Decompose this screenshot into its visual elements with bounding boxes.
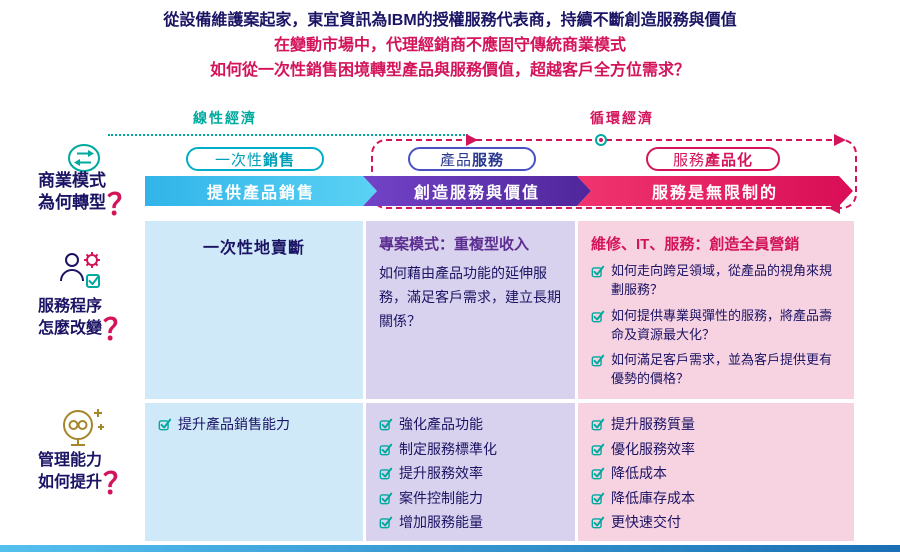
check-icon — [591, 310, 605, 323]
stage-pill-product-service: 產品服務 — [408, 147, 536, 171]
list-item: 降低庫存成本 — [591, 489, 842, 509]
cycle-marker-icon — [595, 134, 607, 146]
list-item: 制定服務標準化 — [379, 440, 563, 460]
stage-pill-one-time-sale: 一次性銷售 — [186, 147, 324, 171]
header-line-2: 在變動市場中，代理經銷商不應固守傳統商業模式 — [273, 37, 626, 54]
person-gear-icon — [60, 252, 100, 288]
circular-economy-label: 循環經濟 — [590, 110, 654, 126]
check-icon — [379, 517, 393, 529]
linear-economy-label: 線性經濟 — [193, 110, 257, 126]
arrow-banner-3: 服務是無限制的 — [577, 176, 853, 206]
check-icon — [158, 418, 172, 431]
list-item: 案件控制能力 — [379, 489, 563, 509]
cell-col3-process: 維修、IT、服務：創造全員營銷 如何走向跨足領域，從產品的視角來規劃服務？ 如何… — [578, 221, 854, 399]
cell-col1-process: 一次性地賣斷 — [145, 221, 363, 399]
col3-process-title: 維修、IT、服務：創造全員營銷 — [591, 236, 800, 253]
cell-col2-capability: 強化產品功能 制定服務標準化 提升服務效率 案件控制能力 增加服務能量 — [366, 403, 575, 541]
list-item: 增加服務能量 — [379, 513, 563, 533]
arrow-banner-1: 提供產品銷售 — [145, 176, 377, 206]
exchange-arrows-icon — [68, 144, 100, 172]
side-label-business-model: 商業模式 為何轉型？ — [38, 171, 137, 222]
cell-col1-capability: 提升產品銷售能力 — [145, 403, 363, 541]
header-line-1: 從設備維護案起家，東宜資訊為IBM的授權服務代表商，持續不斷創造服務與價值 — [163, 12, 737, 29]
check-icon — [591, 517, 605, 529]
cell-col2-process: 專案模式：重複型收入 如何藉由產品功能的延伸服務，滿足客戶需求，建立長期關係？ — [366, 221, 575, 399]
list-item: 如何提供專業與彈性的服務，將產品壽命及資源最大化？ — [591, 307, 842, 345]
head-infinity-icon — [63, 409, 104, 446]
arrow-banner-2: 創造服務與價值 — [363, 176, 591, 206]
list-item: 提升服務效率 — [379, 464, 563, 484]
check-icon — [379, 443, 393, 455]
question-mark: ？ — [103, 314, 134, 347]
question-mark: ？ — [107, 189, 137, 222]
check-icon — [591, 355, 605, 367]
side-label-service-process: 服務程序 怎麼改變？ — [38, 298, 134, 347]
list-item: 強化產品功能 — [379, 415, 563, 435]
list-item: 提升產品銷售能力 — [158, 415, 351, 435]
cell-col3-capability: 提升服務質量 優化服務效率 降低成本 降低庫存成本 更快速交付 — [578, 403, 854, 541]
header: 從設備維護案起家，東宜資訊為IBM的授權服務代表商，持續不斷創造服務與價值 在變… — [0, 8, 900, 83]
check-icon — [591, 443, 605, 455]
check-icon — [591, 467, 605, 480]
check-icon — [379, 418, 393, 431]
linear-dotted-line — [108, 134, 468, 136]
check-icon — [379, 467, 393, 480]
list-item: 提升服務質量 — [591, 415, 842, 435]
check-icon — [591, 265, 605, 278]
stage-pill-servitization: 服務產品化 — [646, 147, 780, 171]
bottom-accent-bar — [0, 545, 900, 552]
header-line-3: 如何從一次性銷售困境轉型產品與服務價值，超越客戶全方位需求？ — [209, 62, 690, 79]
loop-arrow-top-right-icon — [834, 134, 846, 146]
list-item: 降低成本 — [591, 464, 842, 484]
list-item: 優化服務效率 — [591, 440, 842, 460]
question-mark: ？ — [103, 468, 134, 501]
col2-process-title: 專案模式：重複型收入 — [379, 236, 530, 253]
list-item: 如何滿足客戶需求，並為客戶提供更有優勢的價格？ — [591, 351, 842, 389]
col2-process-body: 如何藉由產品功能的延伸服務，滿足客戶需求，建立長期關係？ — [379, 265, 561, 329]
list-item: 如何走向跨足領域，從產品的視角來規劃服務？ — [591, 262, 842, 300]
check-icon — [591, 492, 605, 505]
check-icon — [591, 418, 605, 431]
list-item: 更快速交付 — [591, 513, 842, 533]
check-icon — [379, 492, 393, 505]
side-label-management-capability: 管理能力 如何提升？ — [38, 452, 134, 501]
